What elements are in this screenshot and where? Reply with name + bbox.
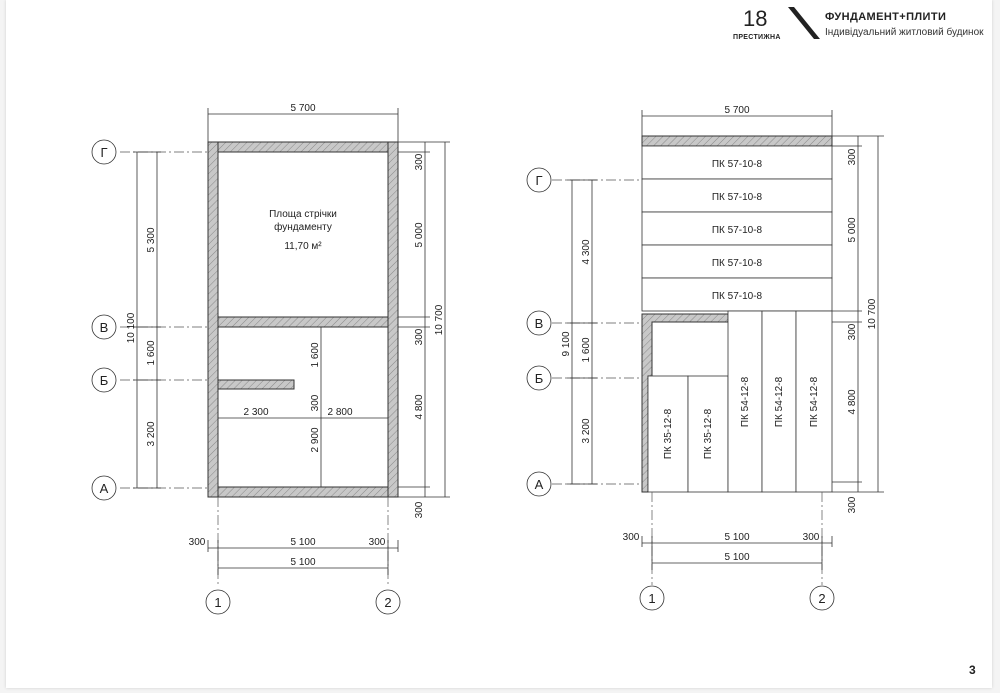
slab-dim-right-mid2: 300 <box>847 323 858 340</box>
axis-bubble-b <box>91 367 117 393</box>
slab-axis-label-v: В <box>535 316 544 331</box>
dim-left-total: 10 100 <box>126 312 137 343</box>
slab-dim-right-mid1: 5 000 <box>847 217 858 242</box>
dim-right-mid2: 300 <box>414 328 425 345</box>
dim-top-width: 5 700 <box>290 103 315 114</box>
slab-axis-bubble-2 <box>809 585 835 611</box>
dim-inner-2300: 2 300 <box>243 407 268 418</box>
brand-logo-icon <box>788 7 820 39</box>
slab-dim-bottom-mid: 5 100 <box>724 532 749 543</box>
slab-dim-left-total: 9 100 <box>561 331 572 356</box>
slab-axis-bubble-a <box>526 471 552 497</box>
axis-label-b: Б <box>100 373 109 388</box>
axis-bubble-v <box>91 314 117 340</box>
slab-axis-label-2: 2 <box>818 591 825 606</box>
slab-dim-left-g-v: 4 300 <box>581 239 592 264</box>
dim-left-b-a: 3 200 <box>146 421 157 446</box>
dim-inner-1600: 1 600 <box>310 342 321 367</box>
area-label-line1: Площа стрічки <box>269 209 337 220</box>
slab-v-5: ПК 54-12-8 <box>809 376 820 427</box>
dim-right-mid1: 5 000 <box>414 222 425 247</box>
area-label-line2: фундаменту <box>274 221 332 233</box>
slab-dim-bottom-total: 5 100 <box>724 552 749 563</box>
axis-label-g: Г <box>100 145 107 160</box>
slab-h-4: ПК 57-10-8 <box>712 258 763 269</box>
foundation-plan <box>91 108 450 615</box>
slab-plan <box>526 110 884 611</box>
slab-axis-bubble-1 <box>639 585 665 611</box>
dim-inner-2800: 2 800 <box>327 407 352 418</box>
dim-bottom-total: 5 100 <box>290 557 315 568</box>
slab-v-2: ПК 35-12-8 <box>703 408 714 459</box>
slab-dim-right-bottom-seg: 4 800 <box>847 389 858 414</box>
axis-bubble-2 <box>375 589 401 615</box>
header-page-number: 18 <box>743 6 768 31</box>
page-index: 3 <box>969 663 976 677</box>
axis-bubble-g <box>91 139 117 165</box>
axis-bubble-a <box>91 475 117 501</box>
axis-label-v: В <box>100 320 109 335</box>
slab-dim-left-v-b: 1 600 <box>581 337 592 362</box>
slab-labels: Г В Б А 1 2 ПК 57-10-8 ПК 57-10-8 ПК 57-… <box>535 105 878 606</box>
slab-axis-bubble-b <box>526 365 552 391</box>
dim-right-bottom-seg: 4 800 <box>414 394 425 419</box>
dim-right-total: 10 700 <box>434 304 445 335</box>
dim-right-bottom: 300 <box>414 501 425 518</box>
axis-label-2: 2 <box>384 595 391 610</box>
slab-axis-label-a: А <box>535 477 544 492</box>
slab-dim-top-width: 5 700 <box>724 105 749 116</box>
dim-left-v-b: 1 600 <box>146 340 157 365</box>
slab-dim-bottom-right-300: 300 <box>803 532 820 543</box>
slab-v-1: ПК 35-12-8 <box>663 408 674 459</box>
slab-v-4: ПК 54-12-8 <box>774 376 785 427</box>
axis-label-a: А <box>100 481 109 496</box>
header-brand: ПРЕСТИЖНА <box>733 34 781 41</box>
dim-left-g-v: 5 300 <box>146 227 157 252</box>
dim-bottom-right-300: 300 <box>369 537 386 548</box>
slab-dim-right-top: 300 <box>847 148 858 165</box>
slab-axis-label-1: 1 <box>648 591 655 606</box>
slab-dim-right-total: 10 700 <box>867 298 878 329</box>
slab-dim-left-b-a: 3 200 <box>581 418 592 443</box>
header-title: ФУНДАМЕНТ+ПЛИТИ <box>825 11 947 23</box>
slab-axis-label-b: Б <box>535 371 544 386</box>
dim-inner-300: 300 <box>310 394 321 411</box>
dim-right-top: 300 <box>414 153 425 170</box>
slab-axis-bubble-v <box>526 310 552 336</box>
slab-dim-bottom-left-300: 300 <box>623 532 640 543</box>
slab-dim-right-bottom: 300 <box>847 496 858 513</box>
foundation-labels: Г В Б А 1 2 5 700 5 300 1 600 3 200 10 1… <box>100 103 445 610</box>
header-subtitle: Індивідуальний житловий будинок <box>825 27 984 38</box>
foundation-walls <box>207 141 399 498</box>
slab-v-3: ПК 54-12-8 <box>740 376 751 427</box>
slab-h-5: ПК 57-10-8 <box>712 291 763 302</box>
dim-inner-2900: 2 900 <box>310 427 321 452</box>
dim-bottom-mid: 5 100 <box>290 537 315 548</box>
slab-axis-label-g: Г <box>535 173 542 188</box>
axis-bubble-1 <box>205 589 231 615</box>
slab-h-1: ПК 57-10-8 <box>712 159 763 170</box>
dim-bottom-left-300: 300 <box>189 537 206 548</box>
slab-h-2: ПК 57-10-8 <box>712 192 763 203</box>
slab-axis-bubble-g <box>526 167 552 193</box>
slab-h-3: ПК 57-10-8 <box>712 225 763 236</box>
axis-label-1: 1 <box>214 595 221 610</box>
area-value: 11,70 м² <box>284 241 322 252</box>
